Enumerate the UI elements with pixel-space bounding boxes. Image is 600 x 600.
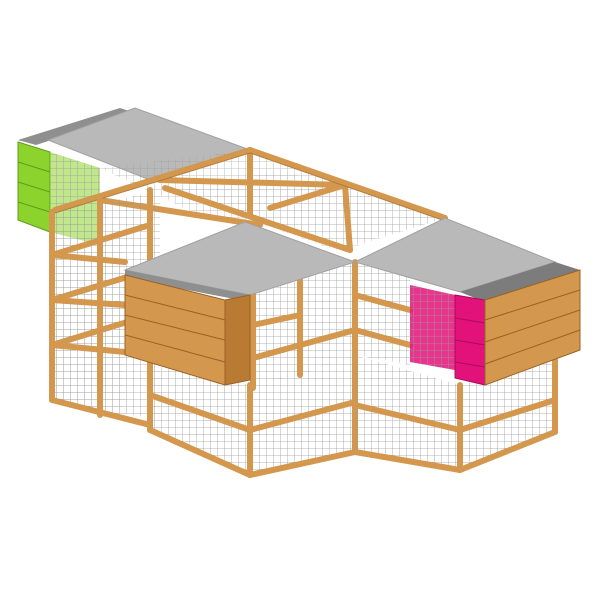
left-run-frame bbox=[49, 187, 153, 428]
right-lower-mesh-a bbox=[355, 355, 460, 470]
middle-mesh-back bbox=[355, 262, 410, 365]
front-hutch-planks bbox=[124, 294, 226, 363]
right-hutch-wall bbox=[484, 269, 581, 386]
middle-mesh-right bbox=[300, 262, 355, 375]
right-hutch bbox=[353, 217, 581, 386]
green-door-planks bbox=[17, 161, 51, 213]
front-lower-mesh-a bbox=[150, 365, 250, 475]
pink-door-planks bbox=[454, 317, 486, 368]
middle-frame bbox=[250, 259, 413, 391]
right-hutch-planks bbox=[484, 289, 581, 365]
middle-mesh-left bbox=[250, 280, 300, 385]
back-hutch-roof-side bbox=[18, 108, 135, 145]
run-top-frame bbox=[52, 147, 448, 253]
front-hutch-side-wall bbox=[224, 294, 251, 386]
top-frame-beams bbox=[52, 147, 448, 253]
top-frame-edges bbox=[54, 152, 446, 222]
front-hutch bbox=[123, 221, 357, 386]
middle-mesh-section bbox=[250, 259, 413, 391]
pink-mesh-wire bbox=[410, 285, 455, 370]
left-run bbox=[49, 187, 160, 428]
right-lower-frame bbox=[352, 357, 558, 473]
left-run-mesh-front bbox=[50, 215, 125, 420]
top-mesh-middle bbox=[165, 170, 445, 250]
right-hutch-roof-side bbox=[460, 262, 580, 302]
pink-door bbox=[454, 294, 486, 386]
right-lower-run bbox=[352, 355, 558, 473]
front-lower-run bbox=[147, 352, 358, 478]
front-hutch-roof-edge bbox=[125, 270, 250, 302]
